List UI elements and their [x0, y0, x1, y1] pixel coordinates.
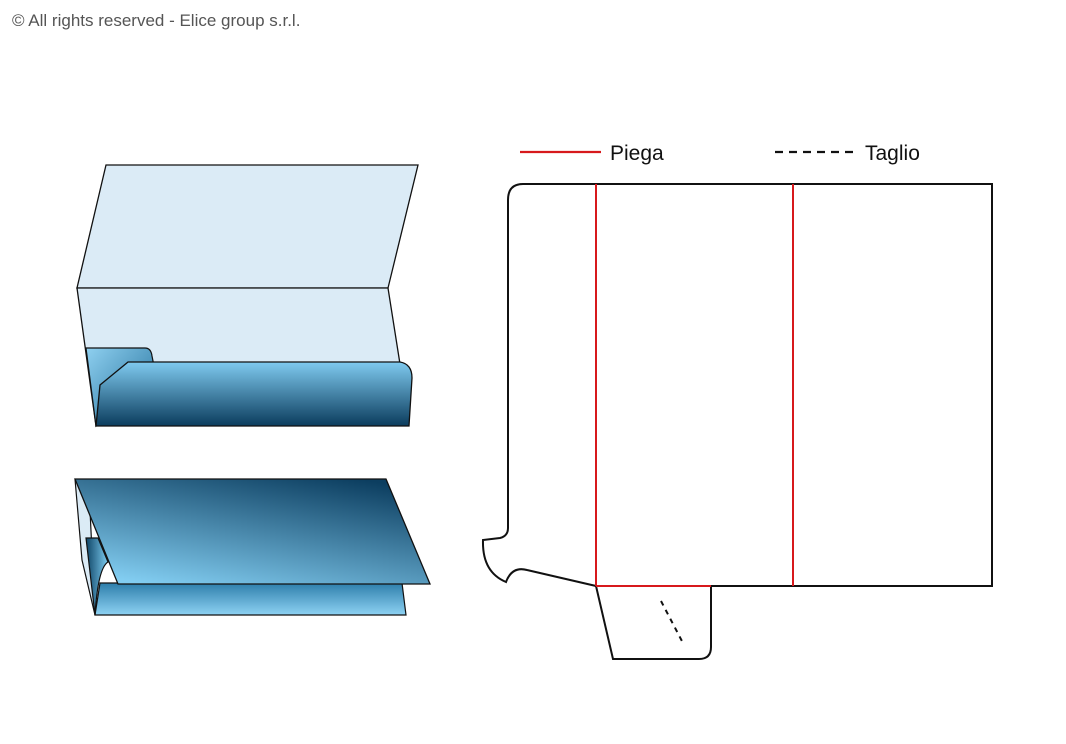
die-cut-template	[481, 183, 993, 660]
legend: Piega Taglio	[520, 142, 920, 165]
closed-folder-side-fold	[85, 537, 109, 616]
folder-back-cover	[76, 164, 419, 289]
cut-line-slit	[660, 600, 685, 646]
closed-folder-pocket	[94, 582, 407, 616]
folder-pocket	[95, 361, 413, 427]
template-outline	[481, 183, 993, 660]
closed-folder-front-flap	[74, 478, 431, 585]
copyright-notice: © All rights reserved - Elice group s.r.…	[12, 11, 301, 30]
closed-folder-illustration	[74, 478, 431, 616]
fold-legend-label: Piega	[610, 142, 664, 165]
cut-legend-label: Taglio	[865, 142, 920, 165]
open-folder-illustration	[76, 164, 419, 428]
